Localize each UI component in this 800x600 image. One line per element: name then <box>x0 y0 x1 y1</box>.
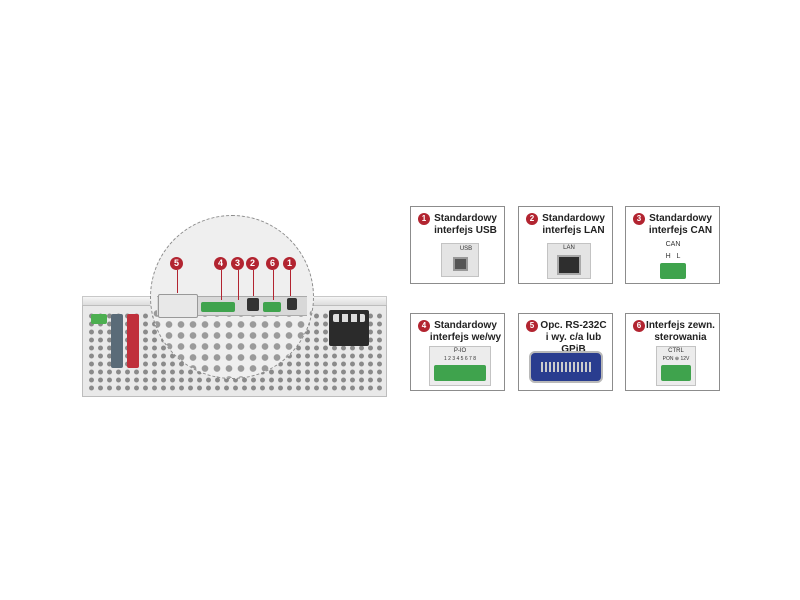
can-connector <box>660 263 686 279</box>
pio-connector <box>201 302 235 312</box>
card-pio: 4 Standardowy interfejs we/wy P-IO 1 2 3… <box>410 313 505 391</box>
pio-pins-label: 1 2 3 4 5 6 7 8 <box>444 356 476 362</box>
pio-label: P-IO <box>453 348 467 354</box>
option-slot-cover <box>158 294 198 318</box>
card-number: 5 <box>526 320 538 332</box>
card-title-line2: interfejs we/wy <box>429 332 502 343</box>
card-usb: 1 Standardowy interfejs USB USB <box>410 206 505 284</box>
leader-line-5 <box>177 270 178 293</box>
leader-line-4 <box>221 270 222 300</box>
ctrl-connector <box>661 365 691 381</box>
card-title: Standardowy interfejs CAN <box>626 213 721 237</box>
card-title-line1: Standardowy <box>649 213 712 224</box>
card-lan: 2 Standardowy interfejs LAN LAN <box>518 206 613 284</box>
card-ctrl: 6 Interfejs zewn. sterowania CTRL PON ⊕ … <box>625 313 720 391</box>
rj45-socket <box>557 255 581 275</box>
card-title: Interfejs zewn. sterowania <box>626 320 721 344</box>
gpib-pins <box>541 362 591 372</box>
pio-photo: P-IO 1 2 3 4 5 6 7 8 <box>429 346 491 386</box>
ctrl-label: CTRL <box>668 348 684 354</box>
card-title-line1: Standardowy <box>434 320 497 331</box>
card-title-line2: i wy. c/a lub GPiB <box>545 332 602 355</box>
usb-b-socket <box>453 257 468 271</box>
leader-line-6 <box>273 270 274 300</box>
card-title-line2: interfejs USB <box>434 225 497 236</box>
leader-line-1 <box>290 270 291 296</box>
card-title-line2: sterowania <box>654 332 707 343</box>
card-title-line1: Interfejs zewn. <box>646 320 715 331</box>
lan-port <box>247 298 259 311</box>
lan-label: LAN <box>563 245 575 251</box>
callout-5: 5 <box>170 257 183 270</box>
usb-port-photo: USB <box>441 243 479 277</box>
callout-1: 1 <box>283 257 296 270</box>
output-terminal-negative <box>111 314 123 368</box>
lan-port-photo: LAN <box>547 243 591 279</box>
magnified-interface-area <box>150 215 314 379</box>
can-pins-label: H L <box>665 253 681 260</box>
card-number: 4 <box>418 320 430 332</box>
magnified-vents <box>151 308 313 378</box>
ctrl-photo: CTRL PON ⊕ 12V <box>656 346 696 386</box>
card-rs232-gpib: 5 Opc. RS-232C i wy. c/a lub GPiB <box>518 313 613 391</box>
card-title-line1: Opc. RS-232C <box>540 320 607 331</box>
callout-6: 6 <box>266 257 279 270</box>
output-terminal-positive <box>127 314 139 368</box>
usb-port <box>287 298 297 310</box>
callout-3: 3 <box>231 257 244 270</box>
card-title: Standardowy interfejs USB <box>411 213 506 237</box>
ctrl-pins-label: PON ⊕ 12V <box>662 356 690 362</box>
gpib-connector <box>529 351 603 383</box>
card-title: Standardowy interfejs LAN <box>519 213 614 237</box>
pio-connector <box>434 365 486 381</box>
sense-terminal <box>91 314 107 324</box>
card-title: Opc. RS-232C i wy. c/a lub GPiB <box>519 320 614 356</box>
card-number: 3 <box>633 213 645 225</box>
leader-line-2 <box>253 270 254 296</box>
card-title-line1: Standardowy <box>434 213 497 224</box>
card-title-line1: Standardowy <box>542 213 605 224</box>
card-title: Standardowy interfejs we/wy <box>411 320 506 344</box>
can-label: CAN <box>665 241 681 248</box>
usb-label: USB <box>459 246 473 252</box>
card-can: 3 Standardowy interfejs CAN CAN H L <box>625 206 720 284</box>
callout-2: 2 <box>246 257 259 270</box>
leader-line-3 <box>238 270 239 300</box>
card-title-line2: interfejs LAN <box>542 225 605 236</box>
card-number: 2 <box>526 213 538 225</box>
callout-4: 4 <box>214 257 227 270</box>
card-title-line2: interfejs CAN <box>648 225 713 236</box>
card-number: 6 <box>633 320 645 332</box>
card-number: 1 <box>418 213 430 225</box>
ac-terminal-screws <box>333 314 365 322</box>
ctrl-connector <box>263 302 281 312</box>
